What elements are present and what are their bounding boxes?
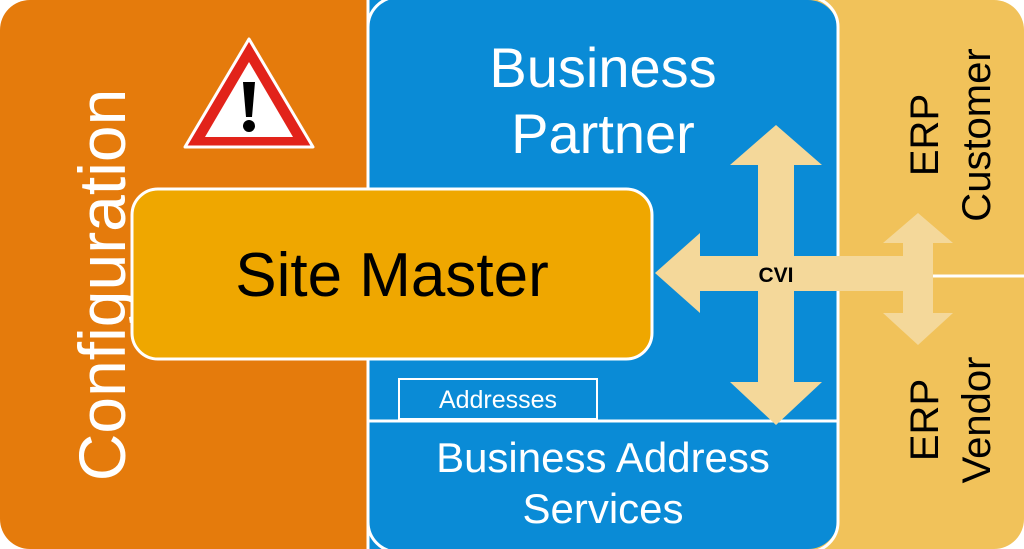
erp-customer-line1: ERP: [903, 94, 947, 176]
addresses-tab: [398, 378, 598, 420]
business-partner-title-line1: Business: [489, 36, 716, 99]
bas-label-line2: Services: [522, 485, 683, 532]
erp-vendor-label: ERP Vendor: [903, 357, 999, 484]
site-master-label: Site Master: [235, 241, 549, 310]
erp-customer-label: ERP Customer: [903, 48, 999, 221]
warning-triangle-icon: [183, 37, 315, 149]
erp-customer-line2: Customer: [955, 48, 999, 221]
double-headed-arrow-icon: [655, 125, 953, 425]
cvi-label: CVI: [758, 264, 793, 287]
bas-label-line1: Business Address: [436, 434, 770, 481]
site-master-box: [130, 187, 654, 361]
business-partner-title-line2: Partner: [511, 102, 695, 165]
erp-vendor-line1: ERP: [903, 379, 947, 461]
erp-vendor-line2: Vendor: [955, 357, 999, 484]
addresses-label: Addresses: [439, 386, 557, 414]
configuration-label: Configuration: [65, 89, 139, 482]
